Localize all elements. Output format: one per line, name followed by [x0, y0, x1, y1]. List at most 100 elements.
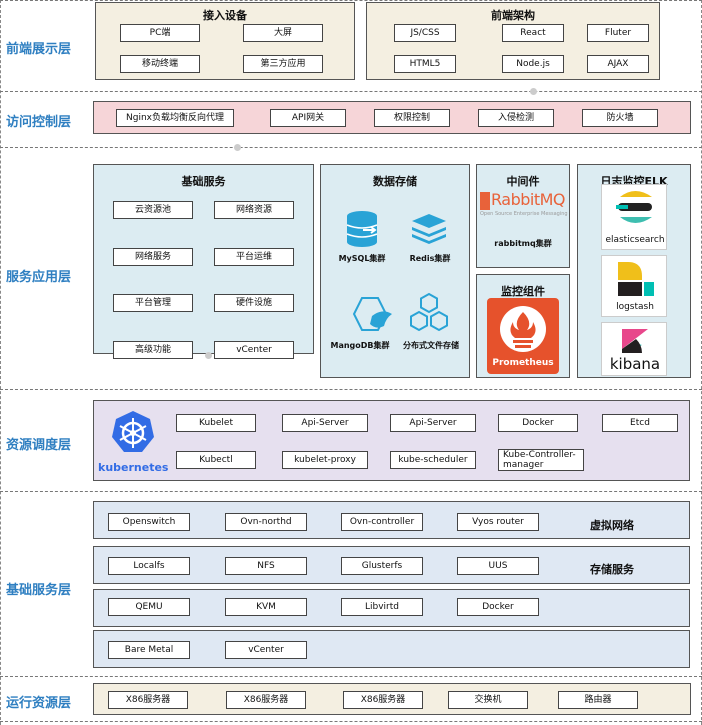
connector-dot	[205, 352, 212, 359]
frame-top-edge	[0, 0, 702, 1]
k8s-docker: Docker	[498, 414, 578, 432]
basic-services-title: 基础服务	[181, 175, 226, 188]
kubernetes-label: kubernetes	[98, 461, 169, 474]
divider-base-runtime	[0, 676, 702, 677]
basic-network-resource: 网络资源	[214, 201, 294, 219]
base-nfs: NFS	[225, 557, 307, 575]
runtime-switch: 交换机	[448, 691, 528, 709]
prometheus-logo: Prometheus	[487, 298, 559, 374]
prometheus-label: Prometheus	[492, 358, 554, 368]
base-qemu: QEMU	[108, 598, 190, 616]
data-storage-title: 数据存储	[373, 175, 417, 188]
runtime-x86-server-3: X86服务器	[343, 691, 423, 709]
arch-jscss: JS/CSS	[394, 24, 456, 42]
k8s-etcd: Etcd	[602, 414, 678, 432]
basic-hardware: 硬件设施	[214, 294, 294, 312]
k8s-kubectl: Kubectl	[176, 451, 256, 469]
elasticsearch-logo: elasticsearch	[601, 184, 667, 250]
access-permission: 权限控制	[374, 109, 450, 127]
layer-label-access: 访问控制层	[6, 115, 72, 130]
frame-left-edge	[0, 0, 1, 725]
layer-label-frontend: 前端展示层	[6, 42, 72, 57]
basic-network-service: 网络服务	[113, 248, 193, 266]
middleware-panel: 中间件	[476, 164, 570, 268]
connector-dot	[530, 88, 537, 95]
prometheus-flame-icon	[500, 306, 546, 352]
mysql-icon	[346, 211, 378, 247]
basic-cloud-pool: 云资源池	[113, 201, 193, 219]
layer-label-resource: 资源调度层	[6, 438, 72, 453]
arch-ajax: AJAX	[587, 55, 649, 73]
k8s-kube-scheduler: kube-scheduler	[390, 451, 476, 469]
arch-fluter: Fluter	[587, 24, 649, 42]
device-big-screen: 大屏	[243, 24, 323, 42]
arch-nodejs: Node.js	[502, 55, 564, 73]
middleware-title: 中间件	[506, 175, 540, 188]
base-vyos-router: Vyos router	[457, 513, 539, 531]
k8s-kubelet: Kubelet	[176, 414, 256, 432]
arch-react: React	[502, 24, 564, 42]
access-intrusion-detect: 入侵检测	[478, 109, 554, 127]
access-devices-title: 接入设备	[203, 9, 247, 22]
device-mobile: 移动终端	[120, 55, 200, 73]
arch-html5: HTML5	[394, 55, 456, 73]
kibana-logo: kibana	[601, 322, 667, 376]
device-pc: PC端	[120, 24, 200, 42]
distributed-fs-label: 分布式文件存储	[403, 341, 459, 350]
base-glusterfs: Glusterfs	[341, 557, 423, 575]
rabbitmq-logo-subtitle: Open Source Enterprise Messaging	[480, 211, 568, 217]
layer-label-service: 服务应用层	[6, 270, 72, 285]
rabbitmq-logo-text: RabbitMQ	[491, 190, 566, 209]
k8s-api-server: Api-Server	[282, 414, 368, 432]
runtime-x86-server-1: X86服务器	[108, 691, 188, 709]
base-docker: Docker	[457, 598, 539, 616]
rabbitmq-mark-icon	[480, 192, 490, 210]
k8s-kube-controller-manager: Kube-Controller-manager	[498, 449, 584, 471]
distributed-fs-icon	[410, 292, 448, 332]
runtime-x86-server-2: X86服务器	[226, 691, 306, 709]
kibana-icon	[622, 329, 648, 353]
base-vcenter: vCenter	[225, 641, 307, 659]
kubernetes-icon	[112, 411, 154, 452]
rabbitmq-logo: RabbitMQ Open Source Enterprise Messagin…	[480, 190, 568, 217]
layer-label-base: 基础服务层	[6, 583, 72, 598]
k8s-api-server-2: Api-Server	[390, 414, 476, 432]
storage-service-label: 存储服务	[590, 563, 634, 576]
base-ovn-northd: Ovn-northd	[225, 513, 307, 531]
base-openswitch: Openswitch	[108, 513, 190, 531]
k8s-kubelet-proxy: kubelet-proxy	[282, 451, 368, 469]
monitor-title: 监控组件	[501, 285, 545, 298]
mongodb-icon	[352, 297, 392, 331]
elasticsearch-icon	[616, 191, 652, 223]
divider-access-service	[0, 147, 702, 148]
base-kvm: KVM	[225, 598, 307, 616]
divider-frontend-access	[0, 91, 702, 92]
virtual-network-label: 虚拟网络	[590, 519, 634, 532]
bare-metal-row	[93, 630, 690, 668]
access-firewall: 防火墙	[582, 109, 658, 127]
frame-bottom-edge	[0, 721, 702, 722]
rabbitmq-cluster-label: rabbitmq集群	[494, 239, 552, 248]
base-bare-metal: Bare Metal	[108, 641, 190, 659]
base-localfs: Localfs	[108, 557, 190, 575]
connector-dot	[234, 144, 241, 151]
basic-platform-mgmt: 平台管理	[113, 294, 193, 312]
data-storage-panel: 数据存储	[320, 164, 470, 378]
basic-platform-ops: 平台运维	[214, 248, 294, 266]
elasticsearch-label: elasticsearch	[605, 235, 665, 245]
divider-service-resource	[0, 389, 702, 390]
kibana-label: kibana	[609, 355, 661, 373]
basic-advanced: 高级功能	[113, 341, 193, 359]
mysql-label: MySQL集群	[338, 254, 386, 263]
layer-label-runtime: 运行资源层	[6, 696, 72, 711]
mongodb-label: MangoDB集群	[330, 341, 390, 350]
base-uus: UUS	[457, 557, 539, 575]
logstash-label: logstash	[616, 302, 654, 312]
logstash-logo: logstash	[601, 255, 667, 317]
access-nginx: Nginx负载均衡反向代理	[116, 109, 234, 127]
divider-resource-base	[0, 491, 702, 492]
base-ovn-controller: Ovn-controller	[341, 513, 423, 531]
base-libvirtd: Libvirtd	[341, 598, 423, 616]
device-third-party: 第三方应用	[243, 55, 323, 73]
logstash-icon	[618, 262, 654, 296]
